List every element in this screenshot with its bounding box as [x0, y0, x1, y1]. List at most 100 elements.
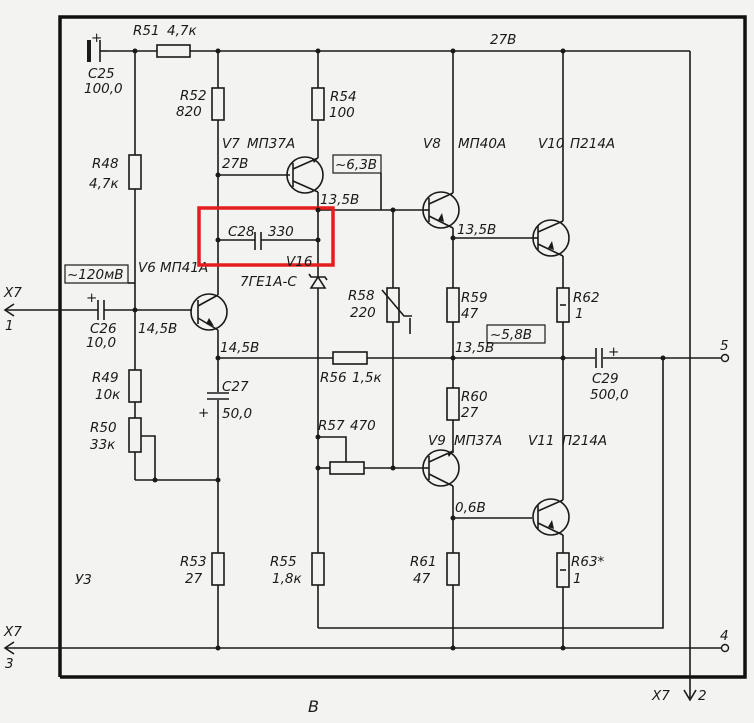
capacitor-c29: + [595, 344, 619, 368]
r55-value: 1,8к [272, 571, 302, 587]
c27-value: 50,0 [222, 406, 252, 422]
v9-emitter-voltage: 0,6В [455, 500, 486, 516]
ac-input-voltage: ~120мВ [67, 267, 124, 283]
svg-text:+: + [86, 290, 97, 306]
block-designator: У3 [75, 572, 92, 588]
r62-value: 1 [575, 306, 584, 322]
c25-value: 100,0 [84, 81, 123, 97]
mid-voltage: 13,5В [455, 340, 494, 356]
potentiometer-r57 [318, 436, 425, 475]
rail-voltage: 27В [490, 32, 516, 48]
r51-value: 4,7к [167, 23, 197, 39]
r50-value: 33к [90, 437, 116, 453]
capacitor-c28 [218, 232, 318, 250]
ground-rail [3, 641, 722, 655]
c26-value: 10,0 [86, 335, 116, 351]
r61-value: 47 [413, 571, 431, 587]
c29-ref: C29 [592, 371, 619, 387]
resistor-r52 [211, 87, 225, 121]
resistor-r54 [311, 87, 325, 121]
r56-value: 1,5к [352, 370, 382, 386]
r58-value: 220 [350, 305, 376, 321]
r52-ref: R52 [180, 88, 207, 104]
v6-emitter-voltage: 14,5В [220, 340, 259, 356]
v7-type: МП37А [247, 136, 295, 152]
v10-type: П214А [570, 136, 615, 152]
r48-ref: R48 [92, 156, 119, 172]
r63-value: 1 [573, 571, 582, 587]
v9-ref: V9 [428, 433, 446, 449]
potentiometer-r50 [128, 417, 156, 480]
r61-ref: R61 [410, 554, 437, 570]
r52-value: 820 [176, 104, 202, 120]
r50-ref: R50 [90, 420, 117, 436]
resistor-r55 [311, 552, 325, 586]
v6-ref: V6 [138, 260, 156, 276]
svg-text:+: + [91, 30, 102, 46]
r60-value: 27 [461, 405, 479, 421]
resistor-r63 [556, 552, 570, 588]
svg-text:+: + [198, 405, 209, 421]
terminal-5-label: 5 [720, 338, 729, 354]
capacitor-c26: + [86, 290, 192, 320]
r58-ref: R58 [348, 288, 375, 304]
r48-value: 4,7к [89, 176, 119, 192]
ac-out-voltage: ~5,8В [490, 327, 532, 343]
x7-3-pin: 3 [5, 656, 14, 672]
r53-ref: R53 [180, 554, 207, 570]
c28-ref: C28 [228, 224, 255, 240]
capacitor-c27: + [198, 392, 229, 421]
v11-type: П214А [562, 433, 607, 449]
ac-input-box [64, 264, 129, 284]
v6-type: МП41А [160, 260, 208, 276]
r54-ref: R54 [330, 89, 357, 105]
v8-emitter-voltage: 13,5В [457, 222, 496, 238]
resistor-r53 [211, 552, 225, 586]
resistor-r62 [556, 287, 570, 323]
resistor-r60 [446, 387, 460, 421]
r53-value: 27 [185, 571, 203, 587]
transistor-v11 [532, 498, 570, 536]
ac-v7-box [332, 154, 382, 174]
terminal-5 [720, 353, 730, 363]
ac-out-box [486, 324, 546, 344]
resistor-r61 [446, 552, 460, 586]
block-frame [58, 15, 747, 679]
v7-base-voltage: 27В [222, 156, 248, 172]
junction-dots [132, 48, 666, 651]
c25-ref: C25 [88, 66, 115, 82]
svg-text:+: + [608, 344, 619, 360]
transistor-v9 [422, 449, 460, 487]
resistor-r56 [332, 351, 368, 365]
x7-2-label: X7 [651, 688, 670, 704]
resistor-r48 [128, 154, 142, 190]
x7-1-label: X7 [3, 285, 22, 301]
r63-ref: R63* [571, 554, 605, 570]
r55-ref: R55 [270, 554, 297, 570]
resistor-r51 [156, 44, 191, 58]
x7-2-pin: 2 [698, 688, 707, 704]
c28-value: 330 [268, 224, 294, 240]
v6-base-voltage: 14,5В [138, 321, 177, 337]
v8-ref: V8 [423, 136, 441, 152]
r49-ref: R49 [92, 370, 119, 386]
transistor-v6 [190, 293, 228, 331]
r57-value: 470 [350, 418, 376, 434]
connector-x7-pin1 [3, 303, 98, 317]
r59-ref: R59 [461, 290, 488, 306]
r60-ref: R60 [461, 389, 488, 405]
terminal-4-label: 4 [720, 628, 729, 644]
terminal-4 [720, 643, 730, 653]
x7-3-label: X7 [3, 624, 22, 640]
c27-ref: C27 [222, 379, 249, 395]
block-label: В [308, 697, 319, 716]
resistor-r59 [446, 287, 460, 323]
v7-ref: V7 [222, 136, 240, 152]
r51-ref: R51 [133, 23, 160, 39]
x7-1-pin: 1 [5, 318, 14, 334]
r56-ref: R56 [320, 370, 347, 386]
r59-value: 47 [461, 306, 479, 322]
transistor-v7 [286, 156, 324, 194]
r62-ref: R62 [573, 290, 600, 306]
